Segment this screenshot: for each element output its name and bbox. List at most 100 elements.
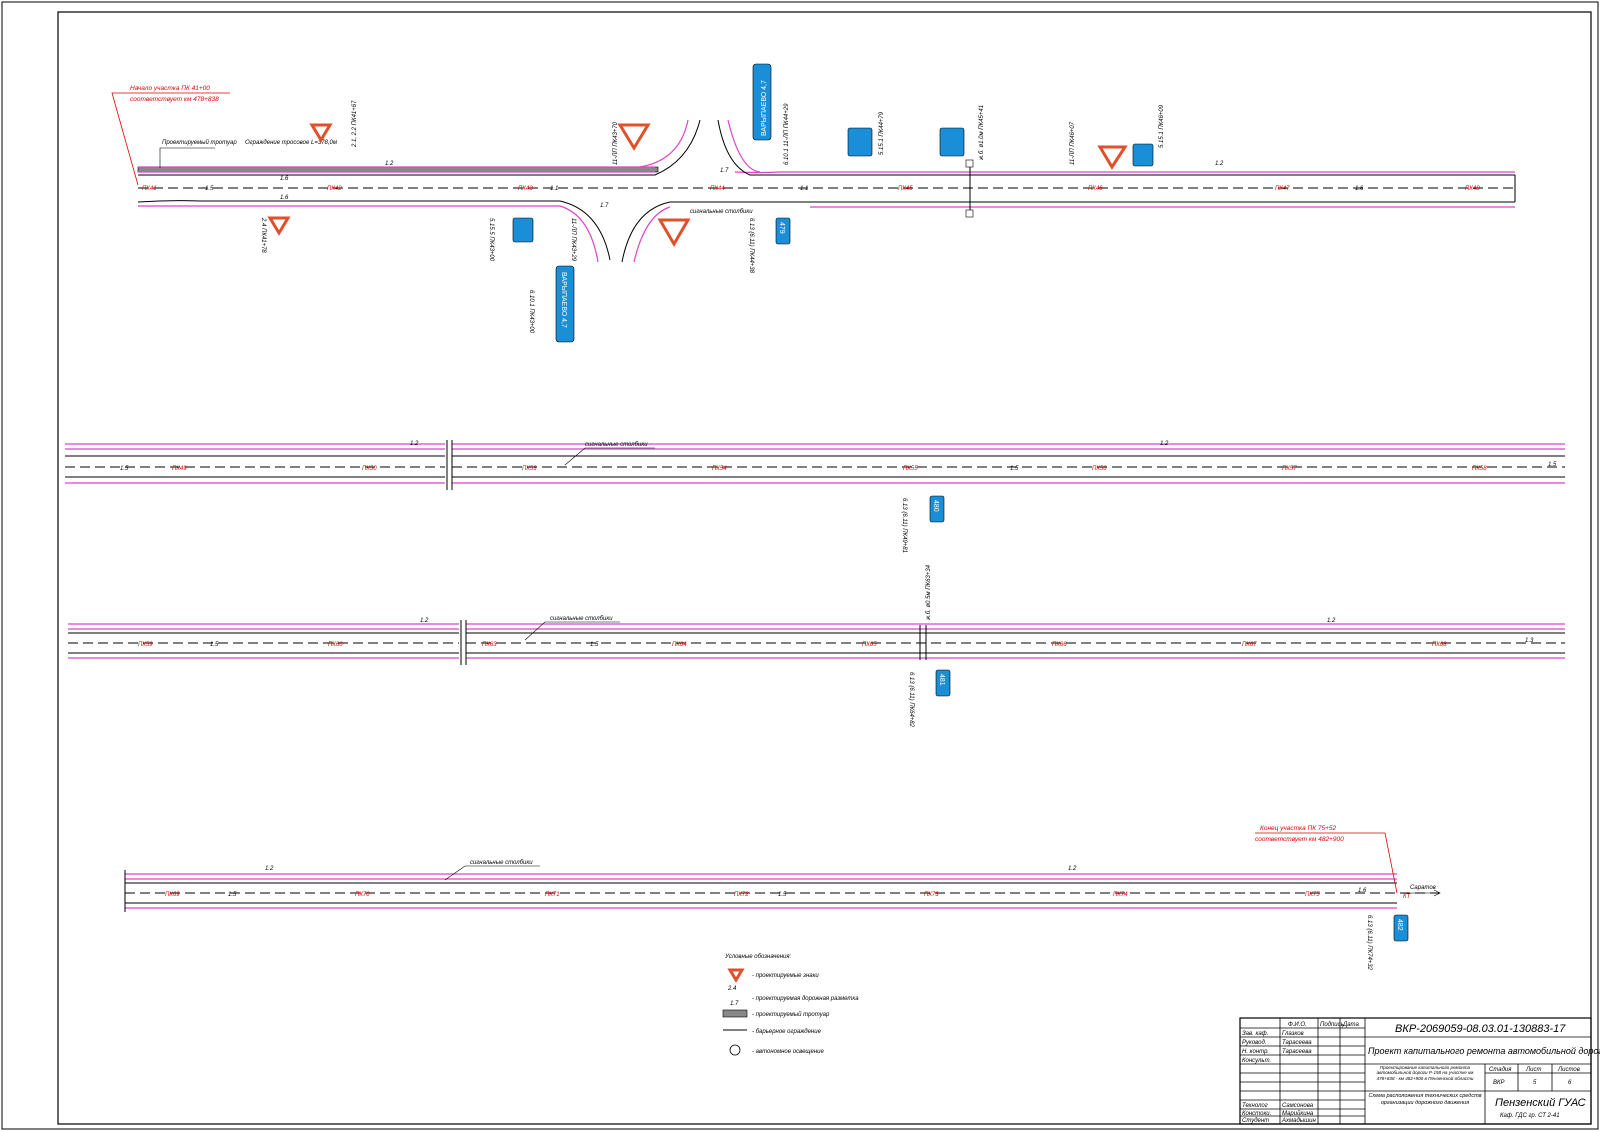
legend-item: - проектируемые знаки: [752, 973, 819, 979]
give-way-sign-icon: [657, 218, 691, 247]
stage-header: Стадия: [1489, 1067, 1512, 1073]
give-way-sign-icon: [727, 968, 745, 983]
dept-name: Каф. ГДС гр. СТ 2-41: [1500, 1113, 1560, 1119]
description-box: Проектирование капитального ремонта авто…: [1377, 1065, 1474, 1081]
sign-note: 5.15.1 ПК46+09: [1159, 104, 1165, 148]
km-post-icon: [935, 669, 951, 697]
stage-value: ВКР: [1493, 1080, 1505, 1086]
direction-sign-icon: [939, 127, 965, 157]
th-sign: Подпись: [1320, 1022, 1344, 1028]
signal-posts-label: сигнальные столбики: [470, 860, 533, 866]
picket-label: ПК41: [142, 186, 157, 192]
legend-item: - проектируемый тротуар: [752, 1011, 830, 1018]
person-name: Самсонова: [1282, 1103, 1314, 1109]
picket-label: ПК46: [1088, 186, 1103, 192]
start-note-line1: Начало участка ПК 41+00: [130, 85, 210, 92]
marking-label: 1.5: [210, 642, 219, 648]
sign-note: 6.10.1 ПК43+00: [528, 290, 534, 334]
marking-label: 1.6: [280, 195, 289, 201]
lighting-icon: [729, 1044, 741, 1056]
picket-label: ПК67: [1242, 642, 1257, 648]
picket-label: ПК66: [1052, 642, 1067, 648]
picket-label: ПК72: [734, 892, 749, 898]
picket-label: ПК74: [1113, 892, 1128, 898]
stage-value: 5: [1533, 1080, 1537, 1086]
sheet-title: Схема расположения технических средств о…: [1368, 1093, 1482, 1106]
picket-label: ПК60: [328, 642, 343, 648]
road-row-4: ПК69 ПК70 ПК71 ПК72 ПК73 ПК74 ПК75 1.5 1…: [124, 825, 1441, 971]
picket-label: ПК54: [712, 466, 727, 472]
legend-item: - барьерное ограждение: [752, 1029, 822, 1035]
role: Консульт.: [1242, 1058, 1271, 1064]
road-row-1: ПК41 ПК42 ПК43 ПК44 ПК45 ПК46 ПК47 ПК48 …: [111, 63, 1516, 343]
sign-note: 6.13 (6.11) ПК74+32: [1366, 915, 1372, 971]
legend-item: - автономное освещение: [752, 1049, 824, 1055]
picket-label: ПК64: [672, 642, 687, 648]
marking-label: 1.2: [385, 161, 394, 167]
person-name: Ахмадышин: [1281, 1118, 1317, 1124]
picket-label: ПК43: [518, 186, 533, 192]
marking-label: 1.5: [120, 466, 129, 472]
warning-sign-icon: [267, 216, 291, 236]
sign-note: 6.13 (6.11) ПК64+82: [908, 672, 914, 728]
marking-label: 1.6: [280, 176, 289, 182]
marking-label: 1.3: [1525, 638, 1534, 644]
warning-sign-icon: [1097, 145, 1128, 170]
title-block: ВКР-2069059-08.03.01-130883-17 Проект ка…: [1239, 1017, 1600, 1125]
direction-sign-icon: [512, 217, 534, 243]
barrier-length-label: Ограждение тросовое L=378,0м: [245, 140, 337, 146]
picket-label: ПК70: [355, 892, 370, 898]
th-fio: Ф.И.О.: [1288, 1022, 1307, 1028]
marking-label: 1.7: [600, 203, 609, 209]
picket-label: ПК57: [1282, 466, 1297, 472]
stage-header: Лист: [1525, 1067, 1541, 1073]
marking-label: 1.2: [410, 441, 419, 447]
road-row-3: ПК59 ПК60 ПК63 ПК64 ПК65 ПК66 ПК67 ПК68 …: [68, 564, 1565, 728]
picket-label: ПК58: [1472, 466, 1487, 472]
legend-sub: 1.7: [730, 1001, 739, 1007]
picket-label: ПК42: [327, 186, 342, 192]
marking-label: 1.5: [1010, 466, 1019, 472]
sheet-title-box: Схема расположения технических средств о…: [1368, 1093, 1482, 1106]
role: Зав. каф.: [1242, 1031, 1268, 1037]
picket-label: ПК49: [172, 466, 187, 472]
marking-label: 1.5: [1548, 462, 1557, 468]
end-note-line1: Конец участка ПК 75+52: [1260, 825, 1337, 832]
sign-note: ж.б. ø1.0м ПК45+41: [979, 105, 985, 161]
sign-note: 6.13 (6.11) ПК49+81: [901, 498, 907, 553]
stage-value: 6: [1568, 1080, 1572, 1086]
marking-label: 1.1: [800, 186, 808, 192]
person-name: Тарасеева: [1282, 1040, 1312, 1046]
marking-label: 1.6: [1355, 186, 1364, 192]
km-post-icon: [929, 495, 945, 523]
signal-posts-label: сигнальные столбики: [690, 209, 753, 215]
role: Руковод.: [1242, 1040, 1267, 1046]
direction-label: Саратов: [1410, 885, 1436, 891]
stage-header: Листов: [1557, 1067, 1580, 1073]
sidewalk-label: Проектируемый тротуар: [162, 139, 237, 146]
marking-label: 1.2: [420, 618, 429, 624]
sign-note: ж.б. ø0.5м ПК63+34: [926, 564, 932, 621]
village-sign-icon: [555, 265, 575, 343]
marking-label: 1.5: [205, 186, 214, 192]
picket-label: ПК59: [138, 642, 153, 648]
km-post-label: 479: [778, 222, 785, 234]
marking-label: 1.5: [590, 642, 599, 648]
direction-sign-icon: [847, 127, 873, 157]
sign-note: 2.1, 2.2 ПК41+67: [352, 100, 358, 148]
km-post-label: 481: [938, 674, 945, 686]
start-note-line2: соответствует км 478+838: [130, 96, 219, 103]
kt-label: КТ: [1403, 894, 1412, 900]
km-post-icon: [1393, 914, 1409, 942]
km-post-label: 482: [1396, 919, 1403, 931]
org-name: Пензенский ГУАС: [1495, 1097, 1586, 1109]
picket-label: ПК63: [482, 642, 497, 648]
sign-note: 5.15.1 ПК44+79: [879, 111, 885, 155]
picket-label: ПК53: [522, 466, 537, 472]
signal-posts-label: сигнальные столбики: [585, 442, 648, 448]
sign-note: 6.13 (6.11) ПК44+38: [748, 218, 754, 274]
sign-note: 11-ЛП ПК43+70: [613, 121, 619, 165]
